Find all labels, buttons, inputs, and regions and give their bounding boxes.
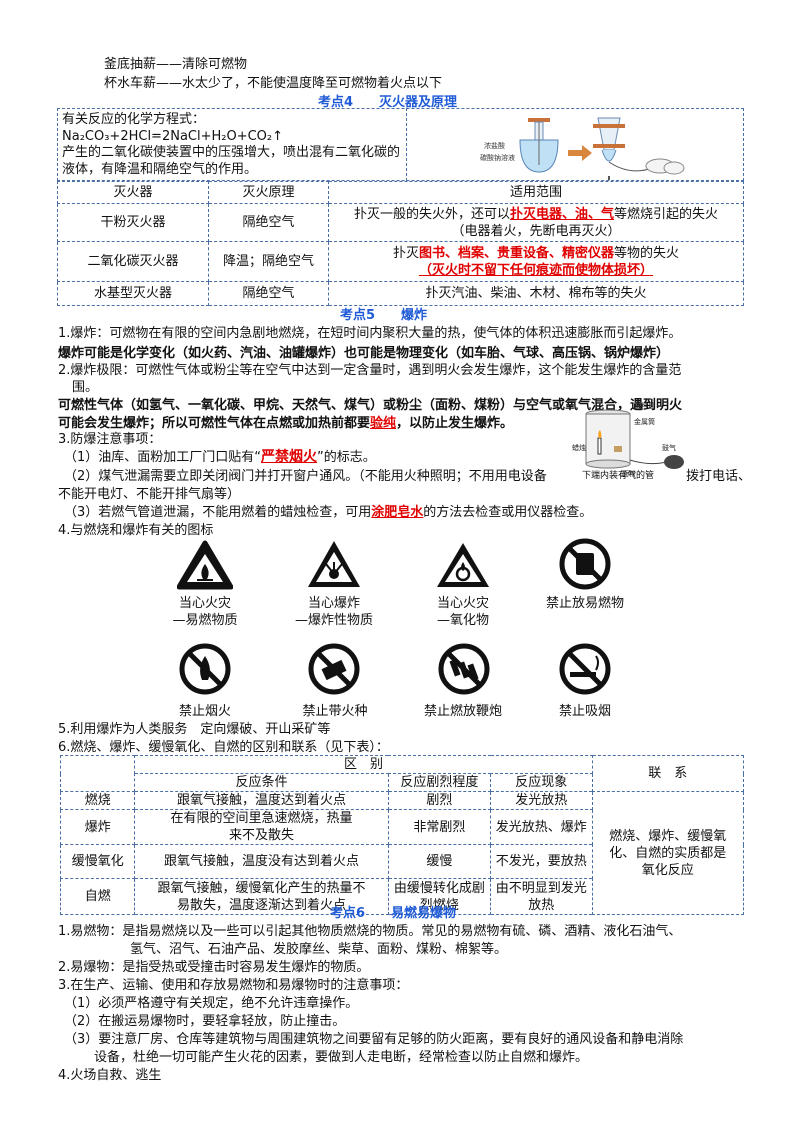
extinguisher-scope: 扑灭图书、档案、贵重设备、精密仪器等物的失火 （灭火时不留下任何痕迹而使物体损坏…: [328, 241, 744, 282]
precaution-1: （1）必须严格遵守有关规定，绝不允许违章操作。: [64, 996, 359, 1011]
no-flammables-icon: [559, 538, 611, 590]
sign-caption: 当心爆炸—爆炸性物质: [294, 596, 373, 628]
prevention-item-2-cont: 不能开电灯、不能开排气扇等）: [58, 487, 241, 502]
extinguisher-scope: 扑灭汽油、柴油、木材、棉布等的失火: [328, 281, 744, 306]
purity-check-note: 可能会发生爆炸；所以可燃性气体在点燃或加热前都要验纯，以防止发生爆炸。: [58, 416, 514, 431]
prevention-item-3: （3）若燃气管道泄漏，不能用燃着的蜡烛检查，可用涂肥皂水的方法去检查或用仪器检查…: [64, 505, 593, 520]
fig-label-can: 金属筒: [634, 417, 655, 426]
fig-label-flour: 面粉: [622, 469, 636, 478]
header-principle: 灭火原理: [208, 181, 329, 204]
fig-label-na2co3: 碳酸钠溶液: [480, 153, 515, 162]
no-smoking-icon: [559, 643, 611, 695]
table-row: 爆炸 在有限的空间里急速燃烧，热量来不及散失 非常剧烈 发光放热、爆炸: [59, 809, 744, 845]
table-row: 缓慢氧化 跟氧气接触，温度没有达到着火点 缓慢 不发光，要放热: [59, 844, 744, 879]
oxidizer-warning-icon: [437, 543, 489, 587]
prevention-item-2: （2）煤气泄漏需要立即关闭阀门并打开窗户通风。（不能用火种照明；不用用电设备: [64, 469, 547, 484]
table-row: 干粉灭火器 隔绝空气 扑灭一般的失火外，还可以扑灭电器、油、气等燃烧引起的失火 …: [57, 203, 744, 242]
sign-caption: 当心火灾—易燃物质: [172, 596, 238, 628]
no-firecrackers-icon: [438, 643, 490, 695]
equation-description: 产生的二氧化碳使装置中的压强增大，喷出混有二氧化碳的液体，有降温和隔绝空气的作用…: [62, 145, 401, 177]
table-row: 水基型灭火器 隔绝空气 扑灭汽油、柴油、木材、棉布等的失火: [57, 281, 744, 306]
header-condition: 反应条件: [134, 773, 389, 792]
header-degree: 反应剧烈程度: [387, 773, 492, 792]
extinguisher-principle: 隔绝空气: [208, 203, 329, 242]
header-relation: 联 系: [591, 755, 745, 792]
relation-text: 燃烧、爆炸、缓慢氧化、自燃的实质都是氧化反应: [591, 791, 745, 915]
equation-box: [57, 108, 744, 181]
explosion-warning-icon: [308, 541, 360, 587]
explosion-limit: 2.爆炸极限：可燃性气体或粉尘等在空气中达到一定含量时，遇到明火会发生爆炸，这个…: [58, 363, 682, 378]
sign-caption: 禁止燃放鞭炮: [423, 704, 502, 719]
extinguisher-name: 水基型灭火器: [57, 281, 209, 306]
section-6-title: 考点6 易燃易爆物: [330, 906, 457, 921]
sign-caption: 禁止放易燃物: [545, 596, 624, 611]
header-difference: 区 别: [134, 755, 593, 774]
precaution-2: （2）在搬运易爆物时，要轻拿轻放，防止撞击。: [64, 1014, 346, 1029]
no-fire-icon: [179, 643, 231, 695]
sign-caption: 禁止带火种: [302, 704, 368, 719]
fig-label-candle: 蜡烛: [572, 443, 586, 452]
sign-caption: 禁止吸烟: [558, 704, 611, 719]
explosion-types: 爆炸可能是化学变化（如火药、汽油、油罐爆炸）也可能是物理变化（如车胎、气球、高压…: [58, 346, 670, 361]
comparison-table: 区 别 联 系 反应条件 反应剧烈程度 反应现象 燃烧 跟氧气接触，温度达到着火…: [59, 755, 745, 915]
prevention-item-2-fig-label: 下端内装有气的管: [582, 471, 655, 481]
prevention-item-1: （1）油库、面粉加工厂门口贴有“严禁烟火”的标志。: [64, 449, 376, 465]
extinguisher-principle: 降温；隔绝空气: [208, 241, 329, 282]
extinguisher-name: 干粉灭火器: [57, 203, 209, 242]
flame-warning-icon: [177, 540, 233, 590]
box-divider: [406, 108, 407, 181]
fire-escape-title: 4.火场自救、逃生: [58, 1068, 162, 1083]
extinguisher-name: 二氧化碳灭火器: [57, 241, 209, 282]
section-4-title: 考点4 灭火器及原理: [318, 95, 458, 110]
sign-caption: 当心火灾—氧化物: [436, 596, 489, 628]
table-row: 二氧化碳灭火器 降温；隔绝空气 扑灭图书、档案、贵重设备、精密仪器等物的失火 （…: [57, 241, 744, 282]
flammables-definition: 1.易燃物：是指易燃烧以及一些可以引起其他物质燃烧的物质。常见的易燃物有硫、磷、…: [58, 924, 682, 939]
sign-caption: 禁止烟火: [178, 704, 231, 719]
fig-label-lid: 塑料盖: [634, 401, 655, 410]
fig-label-hcl: 浓盐酸: [484, 141, 505, 150]
header-extinguisher: 灭火器: [57, 181, 209, 204]
prevention-title: 3.防爆注意事项：: [58, 432, 162, 447]
extinguisher-apparatus-figure: 浓盐酸 碳酸钠溶液: [480, 117, 685, 180]
precaution-3: （3）要注意厂房、仓库等建筑物与周围建筑物之间要留有足够的防火距离，要有良好的通…: [64, 1032, 684, 1047]
table-row: 自燃 跟氧气接触，缓慢氧化产生的热量不易散失，温度逐渐达到着火点 由缓慢转化成剧…: [59, 878, 744, 915]
precautions-title: 3.在生产、运输、使用和存放易燃物和易爆物时的注意事项：: [58, 978, 409, 993]
equation-title: 有关反应的化学方程式：: [62, 112, 206, 127]
flammable-gas-note: 可燃性气体（如氢气、一氧化碳、甲烷、天然气、煤气）或粉尘（面粉、煤粉）与空气或氧…: [58, 398, 683, 413]
header-scope: 适用范围: [328, 181, 744, 204]
intro-line-2: 杯水车薪——水太少了，不能使温度降至可燃物着火点以下: [104, 76, 443, 91]
intro-line-1: 釜底抽薪——清除可燃物: [104, 57, 248, 72]
prevention-item-2-b: 拨打电话、: [686, 469, 752, 484]
explosives-definition: 2.易爆物：是指受热或受撞击时容易发生爆炸的物质。: [58, 960, 370, 975]
header-phenomenon: 反应现象: [490, 773, 593, 792]
explosion-uses: 5.利用爆炸为人类服务 定向爆破、开山采矿等: [58, 722, 331, 737]
table-row: 燃烧 跟氧气接触，温度达到着火点 剧烈 发光放热 燃烧、爆炸、缓慢氧化、自燃的实…: [59, 791, 745, 915]
explosion-definition: 1.爆炸：可燃物在有限的空间内急剧地燃烧，在短时间内聚积大量的热，使气体的体积迅…: [58, 326, 682, 341]
flammables-definition-cont: 氢气、沼气、石油产品、发胶摩丝、柴草、面粉、煤粉、棉絮等。: [130, 942, 508, 957]
fig-label-blow: 鼓气: [662, 443, 676, 452]
signs-title: 4.与燃烧和爆炸有关的图标: [58, 523, 214, 538]
equation: Na₂CO₃+2HCl=2NaCl+H₂O+CO₂↑: [62, 129, 284, 144]
comparison-title: 6.燃烧、爆炸、缓慢氧化、自燃的区别和联系（见下表）：: [58, 740, 389, 755]
precaution-3-cont: 设备，杜绝一切可能产生火花的因素，要做到人走电断，经常检查以防止自燃和爆炸。: [94, 1050, 589, 1065]
no-matches-icon: [308, 643, 360, 695]
explosion-limit-cont: 围。: [72, 380, 99, 395]
extinguisher-principle: 隔绝空气: [208, 281, 329, 306]
dust-explosion-figure: 塑料盖 金属筒 鼓气 蜡烛 面粉: [572, 401, 684, 478]
extinguisher-table: 灭火器 灭火原理 适用范围 干粉灭火器 隔绝空气 扑灭一般的失火外，还可以扑灭电…: [57, 181, 744, 306]
extinguisher-scope: 扑灭一般的失火外，还可以扑灭电器、油、气等燃烧引起的失火 （电器着火，先断电再灭…: [328, 203, 744, 242]
section-5-title: 考点5 爆炸: [340, 308, 428, 323]
